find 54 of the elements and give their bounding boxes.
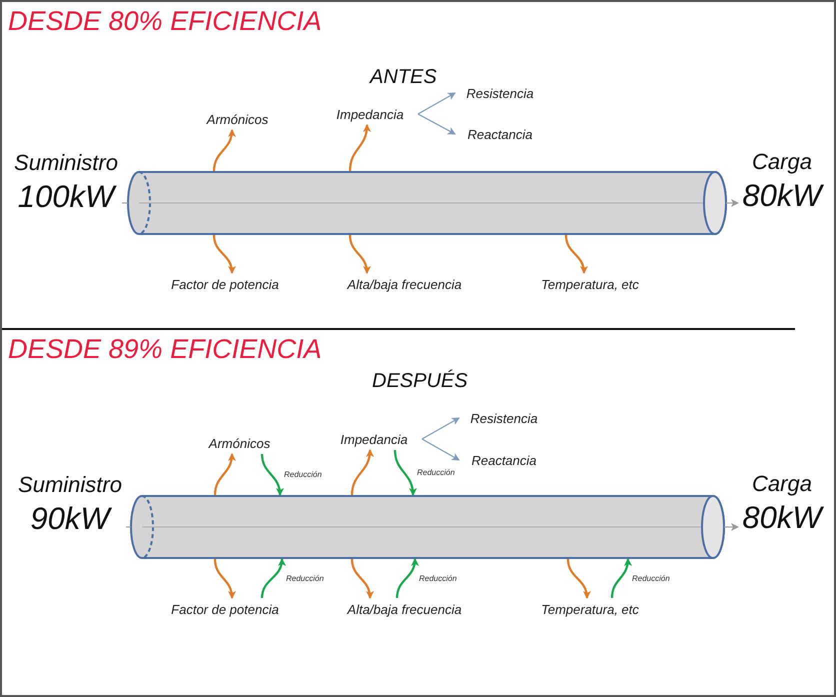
arrow bbox=[350, 558, 374, 599]
arrow bbox=[422, 417, 460, 440]
effect-label: Resistencia bbox=[455, 83, 545, 103]
power-value: 100kW bbox=[18, 178, 114, 215]
effect-label: Impedancia bbox=[322, 103, 418, 125]
arrow bbox=[396, 558, 418, 598]
effect-label: Temperatura, etc bbox=[520, 273, 660, 295]
power-value: 90kW bbox=[30, 500, 110, 537]
section-heading: ANTES bbox=[370, 66, 437, 89]
endpoint-name: Suministro bbox=[18, 471, 122, 500]
effect-label: Alta/baja frecuencia bbox=[322, 598, 487, 620]
pipe bbox=[131, 495, 724, 559]
effect-label: Temperatura, etc bbox=[520, 598, 660, 620]
pipe bbox=[128, 171, 726, 235]
arrow bbox=[394, 450, 417, 496]
endpoint-name: Carga bbox=[752, 470, 812, 498]
effect-label: Reactancia bbox=[455, 124, 545, 144]
arrow bbox=[212, 129, 236, 172]
arrow bbox=[422, 438, 460, 461]
efficiency-heading: DESDE 89% EFICIENCIA bbox=[8, 334, 322, 365]
arrow bbox=[214, 453, 236, 496]
section-heading: DESPUÉS bbox=[372, 370, 468, 393]
endpoint-name: Carga bbox=[752, 148, 812, 176]
efficiency-heading: DESDE 80% EFICIENCIA bbox=[8, 6, 322, 37]
arrow bbox=[724, 523, 739, 531]
endpoint-name: Suministro bbox=[14, 149, 118, 178]
effect-label: Factor de potencia bbox=[150, 598, 300, 620]
effect-label: Resistencia bbox=[459, 408, 549, 428]
arrow bbox=[610, 558, 632, 598]
power-value: 80kW bbox=[742, 176, 822, 214]
edge-label: Reducción bbox=[419, 574, 457, 582]
effect-label: Armónicos bbox=[190, 108, 285, 130]
arrow bbox=[564, 234, 588, 274]
arrow bbox=[348, 234, 370, 274]
effect-label: Alta/baja frecuencia bbox=[322, 273, 487, 295]
edge-label: Reducción bbox=[632, 574, 670, 582]
arrow bbox=[566, 558, 590, 599]
effect-label: Factor de potencia bbox=[150, 273, 300, 295]
arrow bbox=[350, 449, 374, 496]
arrow bbox=[212, 234, 236, 274]
effect-label: Impedancia bbox=[326, 428, 422, 450]
edge-label: Reducción bbox=[284, 470, 322, 478]
arrow bbox=[418, 92, 456, 115]
arrow bbox=[260, 454, 284, 496]
arrow bbox=[418, 113, 456, 135]
arrow bbox=[726, 199, 739, 207]
arrow bbox=[214, 558, 236, 599]
arrow bbox=[348, 124, 371, 172]
power-value: 80kW bbox=[742, 498, 822, 536]
edge-label: Reducción bbox=[286, 574, 324, 582]
arrow bbox=[260, 558, 286, 598]
effect-label: Reactancia bbox=[459, 450, 549, 470]
edge-label: Reducción bbox=[417, 468, 455, 476]
effect-label: Armónicos bbox=[192, 432, 287, 454]
